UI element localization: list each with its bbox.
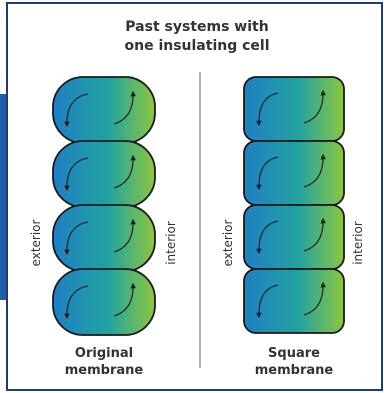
curved-arrow: [256, 284, 279, 319]
accent-bar: [0, 94, 8, 300]
left-caption-line-2: membrane: [65, 363, 144, 378]
curved-arrow: [303, 217, 326, 252]
left-exterior-label: exterior: [29, 219, 43, 266]
right-caption-line-1: Square: [268, 346, 320, 361]
right-caption-line-2: membrane: [255, 363, 334, 378]
curved-arrow: [64, 285, 89, 320]
square-cell: [243, 268, 345, 334]
rounded-cell: [52, 268, 156, 336]
curved-arrow: [113, 282, 136, 317]
curved-arrow: [64, 221, 89, 256]
left-panel-cells: [52, 76, 156, 336]
curved-arrow: [64, 157, 89, 192]
curved-arrow: [256, 220, 279, 255]
curved-arrow: [113, 154, 136, 189]
right-interior-label: interior: [351, 221, 365, 265]
curved-arrow: [303, 153, 326, 188]
curved-arrow: [303, 89, 326, 124]
left-panel-arrows: [64, 90, 136, 320]
curved-arrow: [64, 93, 89, 128]
curved-arrow: [256, 156, 279, 191]
curved-arrow: [113, 90, 136, 125]
title-line-1: Past systems with: [125, 19, 268, 35]
right-exterior-label: exterior: [221, 219, 235, 266]
left-interior-label: interior: [164, 221, 178, 265]
curved-arrow: [303, 281, 326, 316]
curved-arrow: [113, 218, 136, 253]
curved-arrow: [256, 92, 279, 127]
left-caption-line-1: Original: [75, 346, 133, 361]
square-cell: [243, 140, 345, 206]
title-line-2: one insulating cell: [124, 38, 269, 54]
right-panel-cells: [243, 76, 345, 334]
square-cell: [243, 76, 345, 142]
right-panel-arrows: [256, 89, 326, 319]
square-cell: [243, 204, 345, 270]
